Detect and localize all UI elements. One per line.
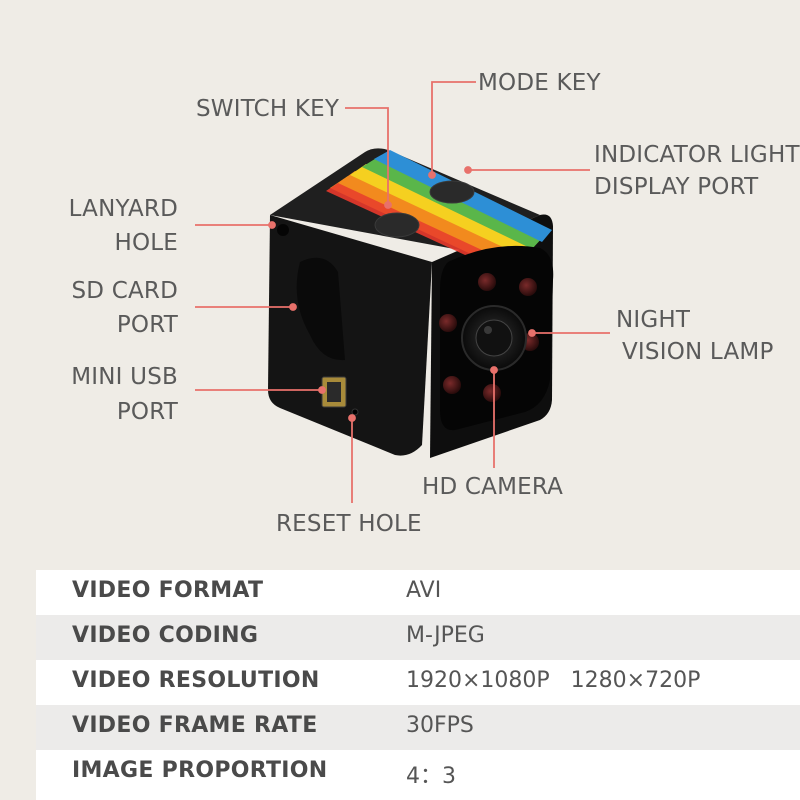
lanyard-hole xyxy=(277,224,289,236)
label-sd-line2: PORT xyxy=(116,312,178,338)
spec-key: VIDEO FORMAT xyxy=(72,578,264,603)
spec-value: 4：3 xyxy=(406,764,456,789)
usb-port-inner xyxy=(327,382,341,402)
label-night-line2: VISION LAMP xyxy=(622,339,774,365)
label-indicator-line2: DISPLAY PORT xyxy=(594,174,759,200)
label-night-line1: NIGHT xyxy=(616,307,691,333)
mode-key-button xyxy=(429,180,475,204)
spec-key: IMAGE PROPORTION xyxy=(72,758,328,783)
sd-card-slot xyxy=(296,257,345,361)
spec-value: 30FPS xyxy=(406,713,474,738)
label-reset-hole: RESET HOLE xyxy=(276,511,422,537)
lens-inner xyxy=(475,319,513,357)
spec-key: VIDEO CODING xyxy=(72,623,259,648)
spec-value: 1920×1080P 1280×720P xyxy=(406,668,701,693)
leader-lines xyxy=(195,81,610,503)
product-diagram: SWITCH KEY MODE KEY INDICATOR LIGHT DISP… xyxy=(68,70,800,537)
spec-value: M-JPEG xyxy=(406,623,485,648)
camera-illustration xyxy=(195,81,610,503)
spec-table: VIDEO FORMAT AVI VIDEO CODING M-JPEG VID… xyxy=(36,570,800,800)
label-hd-camera: HD CAMERA xyxy=(422,474,564,500)
label-indicator-line1: INDICATOR LIGHT xyxy=(594,142,800,168)
label-lanyard-line2: HOLE xyxy=(114,230,178,256)
spec-value: AVI xyxy=(406,578,442,603)
label-mode-key: MODE KEY xyxy=(478,70,601,96)
label-usb-line2: PORT xyxy=(116,399,178,425)
label-lanyard-line1: LANYARD xyxy=(68,196,178,222)
spec-key: VIDEO RESOLUTION xyxy=(72,668,320,693)
spec-row-video-coding: VIDEO CODING M-JPEG xyxy=(36,615,800,660)
reset-hole xyxy=(351,408,359,416)
label-sd-line1: SD CARD xyxy=(71,278,178,304)
spec-row-video-frame-rate: VIDEO FRAME RATE 30FPS xyxy=(36,705,800,750)
label-switch-key: SWITCH KEY xyxy=(196,96,340,122)
spec-row-video-resolution: VIDEO RESOLUTION 1920×1080P 1280×720P xyxy=(36,660,800,705)
spec-row-image-proportion: IMAGE PROPORTION 4：3 xyxy=(36,750,800,795)
spec-key: VIDEO FRAME RATE xyxy=(72,713,318,738)
switch-key-button xyxy=(374,212,420,238)
spec-row-video-format: VIDEO FORMAT AVI xyxy=(36,570,800,615)
label-usb-line1: MINI USB xyxy=(71,364,178,390)
night-vision-leds xyxy=(439,273,539,402)
lens-glare xyxy=(484,326,492,334)
